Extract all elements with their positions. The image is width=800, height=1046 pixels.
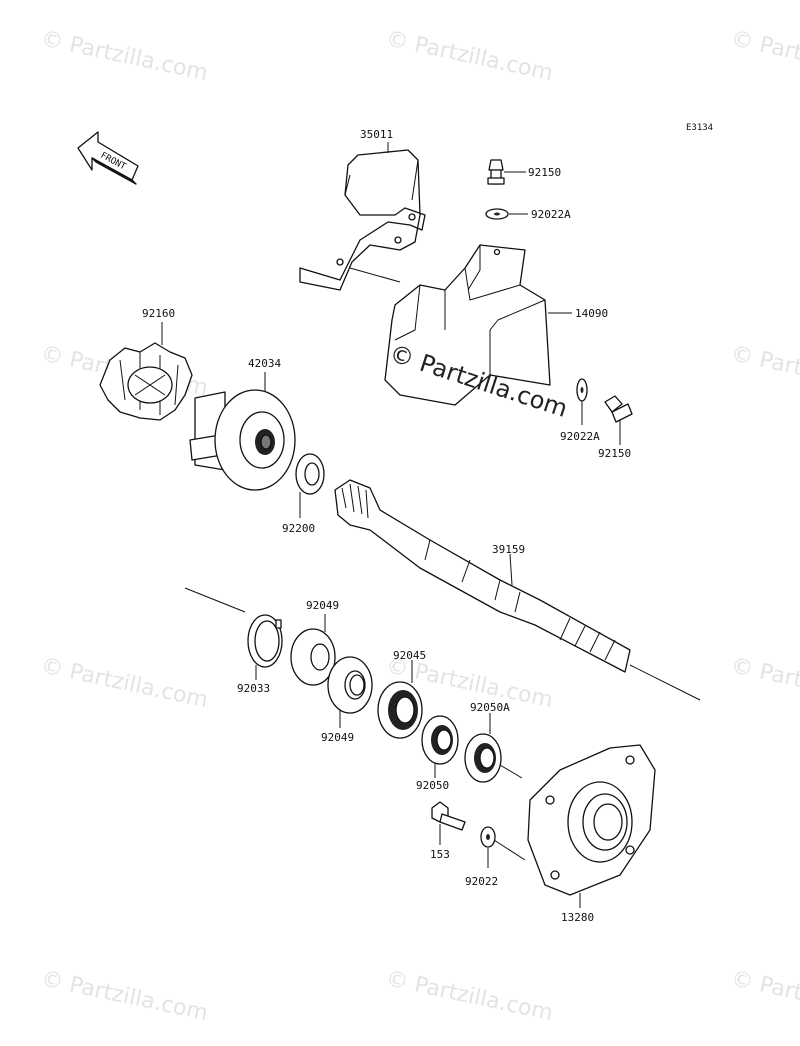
watermark: © Partzilla.com xyxy=(39,966,210,1026)
watermark: © Partzilla.com xyxy=(729,26,800,86)
diagram-code: E3134 xyxy=(686,123,713,133)
part-label-92150-bot: 92150 xyxy=(598,447,631,460)
part-label-92033: 92033 xyxy=(237,682,270,695)
part-label-92150-top: 92150 xyxy=(528,166,561,179)
seal-92049-bot xyxy=(327,656,373,714)
part-label-92022A-bot: 92022A xyxy=(560,430,600,443)
cover-14090 xyxy=(384,244,551,406)
seal-92049-top xyxy=(290,628,336,686)
seal-92050 xyxy=(421,715,459,765)
washer-hole-icon xyxy=(304,462,320,486)
part-label-35011: 35011 xyxy=(360,128,393,141)
watermark: © Partzilla.com xyxy=(39,26,210,86)
part-label-92022: 92022 xyxy=(465,875,498,888)
part-label-92022A-top: 92022A xyxy=(531,208,571,221)
part-label-42034: 42034 xyxy=(248,357,281,370)
bearing-92045 xyxy=(377,681,423,739)
drive-shaft-39159 xyxy=(184,479,701,701)
leader-line xyxy=(493,839,526,861)
bolt-icon xyxy=(487,159,505,185)
part-label-153: 153 xyxy=(430,848,450,861)
part-label-92050: 92050 xyxy=(416,779,449,792)
watermark-grid: © Partzilla.com © Partzilla.com © Partzi… xyxy=(39,26,800,1026)
leader-line xyxy=(499,764,523,779)
watermark: © Partzilla.com xyxy=(384,966,555,1026)
bearing-holder-13280 xyxy=(527,744,656,896)
part-label-14090: 14090 xyxy=(575,307,608,320)
part-label-92160: 92160 xyxy=(142,307,175,320)
watermark: © Partzilla.com xyxy=(729,341,800,401)
washer-hole-icon xyxy=(580,387,584,393)
leader-line xyxy=(349,267,401,283)
watermark: © Partzilla.com xyxy=(729,653,800,713)
part-label-92050A: 92050A xyxy=(470,701,510,714)
part-label-92049-top: 92049 xyxy=(306,599,339,612)
damper-92160 xyxy=(99,342,193,421)
bolt-icon xyxy=(431,801,466,831)
part-label-13280: 13280 xyxy=(561,911,594,924)
watermark: © Partzilla.com xyxy=(39,653,210,713)
circlip-92033 xyxy=(247,614,283,668)
leader-line xyxy=(509,553,513,586)
part-label-92045: 92045 xyxy=(393,649,426,662)
part-label-39159: 39159 xyxy=(492,543,525,556)
watermark: © Partzilla.com xyxy=(729,966,800,1026)
front-arrow-icon: FRONT xyxy=(77,131,139,185)
washer-hole-icon xyxy=(494,212,500,216)
watermark: © Partzilla.com xyxy=(384,26,555,86)
bolt-icon xyxy=(604,395,633,423)
bracket-35011 xyxy=(299,149,426,291)
seal-92050A xyxy=(464,733,502,783)
washer-hole-icon xyxy=(486,834,490,840)
coupling-42034 xyxy=(189,389,296,491)
part-label-92049-bot: 92049 xyxy=(321,731,354,744)
part-label-92200: 92200 xyxy=(282,522,315,535)
